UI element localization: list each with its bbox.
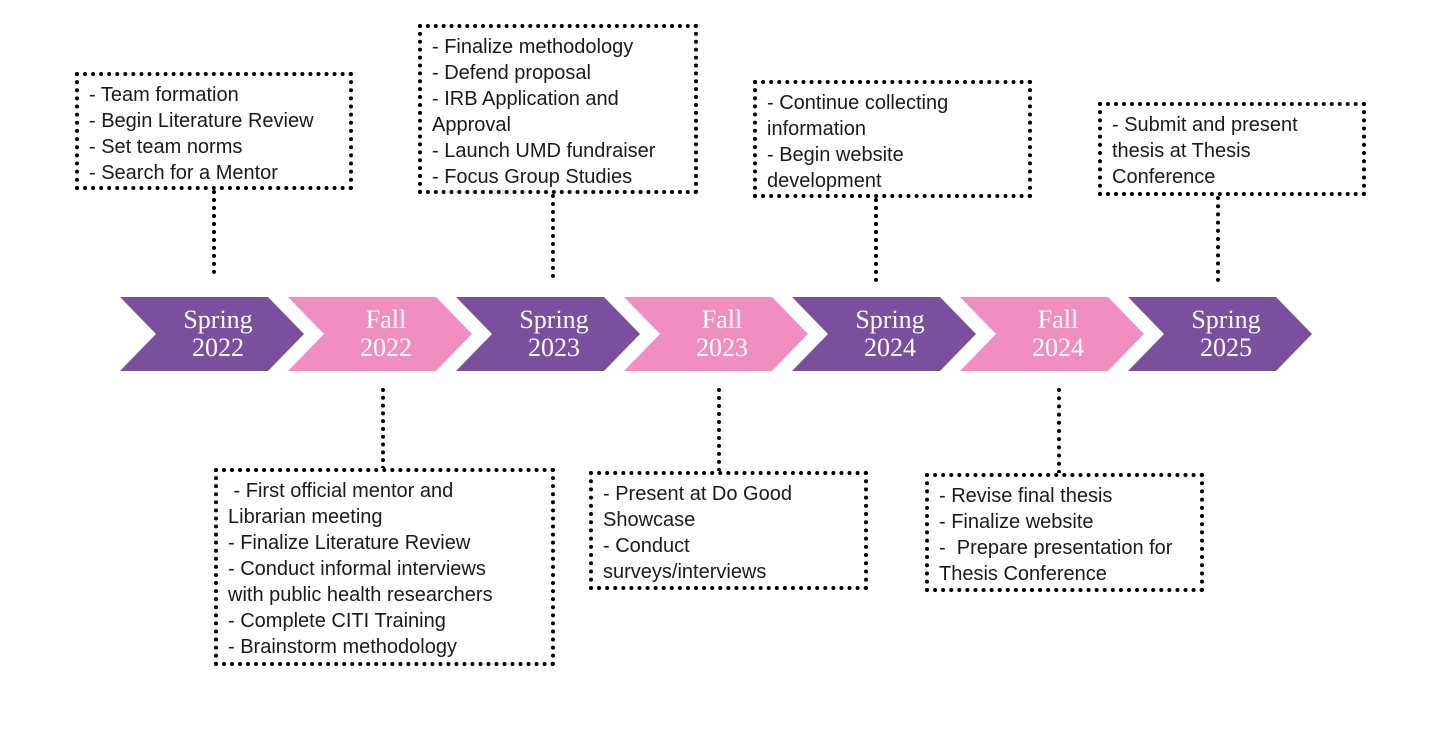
chevron-season: Fall [365,305,407,334]
milestone-box-spring-2023: - Finalize methodology - Defend proposal… [418,24,698,194]
milestone-item: - Launch UMD fundraiser [432,140,656,162]
milestone-item: - First official mentor and [228,480,454,502]
milestone-box-spring-2022: - Team formation - Begin Literature Revi… [75,72,353,190]
connector-spring-2023 [551,194,555,278]
chevron-spring-2023: Spring 2023 [456,297,640,371]
milestone-item: Showcase [603,509,696,531]
chevron-season: Spring [855,305,925,334]
milestone-item: development [767,170,882,192]
milestone-item: Librarian meeting [228,506,383,528]
milestone-item: - Finalize Literature Review [228,532,471,554]
milestone-item: - Complete CITI Training [228,610,446,632]
connector-spring-2024 [874,198,878,282]
milestone-item: - Set team norms [89,136,243,158]
chevron-year: 2025 [1200,333,1252,362]
chevron-fall-2023: Fall 2023 [624,297,808,371]
milestone-item: thesis at Thesis [1112,140,1251,162]
connector-fall-2024 [1057,388,1061,474]
milestone-item: - Focus Group Studies [432,166,633,188]
chevron-spring-2024: Spring 2024 [792,297,976,371]
milestone-item: - Team formation [89,84,239,106]
milestone-item: - Brainstorm methodology [228,636,457,658]
chevron-season: Spring [183,305,253,334]
chevron-season: Spring [519,305,589,334]
milestone-item: - Conduct [603,535,690,557]
milestone-box-fall-2023: - Present at Do Good Showcase - Conduct … [589,471,868,590]
milestone-item: surveys/interviews [603,561,767,583]
chevron-season: Fall [1037,305,1079,334]
chevron-year: 2024 [864,333,916,362]
milestone-item: - Revise final thesis [939,485,1113,507]
chevron-year: 2022 [360,333,412,362]
milestone-box-spring-2025: - Submit and present thesis at Thesis Co… [1098,102,1366,196]
milestone-box-fall-2024: - Revise final thesis - Finalize website… [925,473,1204,592]
milestone-item: - Finalize website [939,511,1094,533]
chevron-year: 2022 [192,333,244,362]
milestone-item: - IRB Application and [432,88,619,110]
milestone-item: Conference [1112,166,1216,188]
chevron-year: 2023 [528,333,580,362]
milestone-item: - Begin Literature Review [89,110,314,132]
chevron-spring-2022: Spring 2022 [120,297,304,371]
milestone-item: - Continue collecting [767,92,949,114]
chevron-season: Spring [1191,305,1261,334]
milestone-item: - Defend proposal [432,62,591,84]
milestone-item: Approval [432,114,511,136]
milestone-box-fall-2022: - First official mentor and Librarian me… [214,468,555,666]
milestone-item: - Search for a Mentor [89,162,278,184]
connector-fall-2023 [717,388,721,472]
chevron-season: Fall [701,305,743,334]
milestone-item: - Finalize methodology [432,36,634,58]
milestone-item: - Present at Do Good [603,483,792,505]
milestone-item: - Conduct informal interviews [228,558,486,580]
milestone-item: with public health researchers [228,584,493,606]
chevron-year: 2024 [1032,333,1084,362]
milestone-item: - Submit and present [1112,114,1298,136]
milestone-item: Thesis Conference [939,563,1107,585]
chevron-fall-2024: Fall 2024 [960,297,1144,371]
chevron-year: 2023 [696,333,748,362]
milestone-box-spring-2024: - Continue collecting information - Begi… [753,80,1032,198]
chevron-fall-2022: Fall 2022 [288,297,472,371]
connector-spring-2025 [1216,196,1220,282]
milestone-item: information [767,118,866,140]
milestone-item: - Prepare presentation for [939,537,1173,559]
milestone-item: - Begin website [767,144,904,166]
connector-fall-2022 [381,388,385,470]
connector-spring-2022 [212,190,216,274]
chevron-spring-2025: Spring 2025 [1128,297,1312,371]
